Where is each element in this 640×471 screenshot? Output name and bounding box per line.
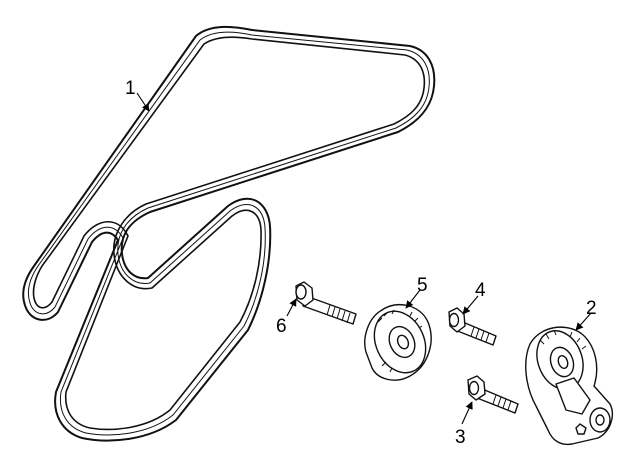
callout-3-label: 3 [455,427,466,448]
pulley-5-bore [396,334,410,350]
bolt-6-head-face [295,284,307,300]
serpentine-belt [22,25,436,442]
pulley-5-grooves [377,309,423,373]
belt-inner-loop [32,36,426,431]
callout-2-leader [575,312,592,331]
callout-6-label: 6 [276,316,287,337]
bolt-3-head-face [468,380,480,396]
callout-4-leader [462,295,479,315]
bolt-part-3 [467,375,519,414]
callout-5-leader [405,289,421,309]
tensioner-mount-hole [595,414,605,426]
bolt-part-4 [448,307,497,346]
callout-2-label: 2 [586,298,597,319]
tensioner-part-2 [525,326,614,446]
callout-5-label: 5 [417,275,428,296]
bolt-4-thread [470,326,490,343]
belt-outer-loop [22,25,436,442]
callout-3-leader [461,401,473,425]
belt-rib [27,31,430,436]
bolt-part-6 [295,281,357,325]
tensioner-arm [555,377,591,415]
idler-pulley-part-5 [364,303,432,381]
callout-1-label: 1 [125,78,136,99]
tensioner-ribs [539,329,587,350]
tensioner-drive-socket [575,423,587,435]
tensioner-pulley-bore [557,355,569,369]
bolt-6-thread [326,304,351,324]
bolt-3-thread [492,394,512,411]
bolt-4-head-face [448,312,460,328]
callout-4-label: 4 [475,280,486,301]
callout-1-leader [136,92,150,112]
callout-6-leader [286,298,297,317]
